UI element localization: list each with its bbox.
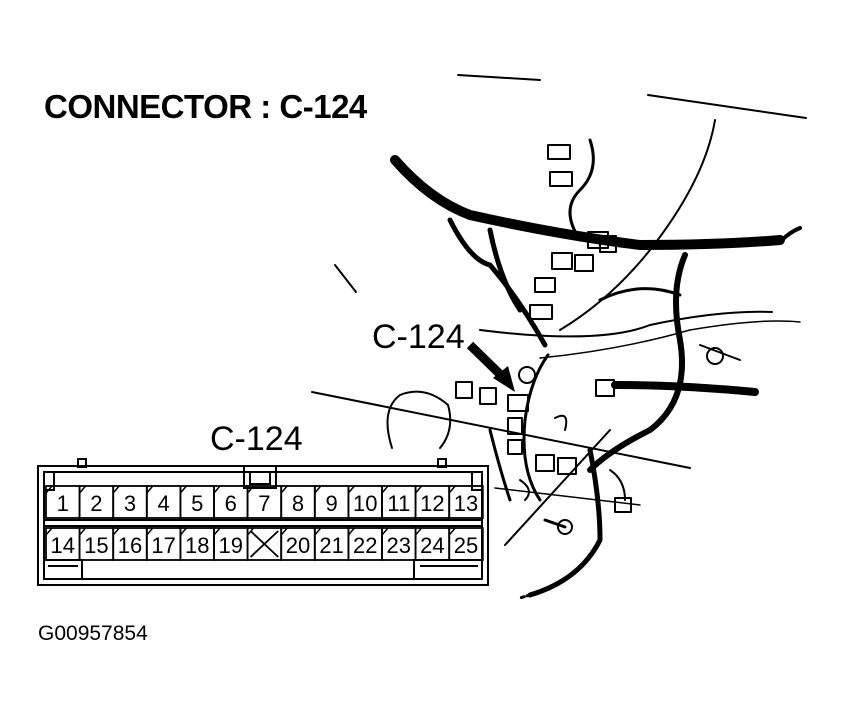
pin-number: 23 bbox=[387, 533, 411, 558]
pin-number: 2 bbox=[90, 491, 102, 516]
connector-pin-9: 9 bbox=[313, 485, 350, 519]
pin-number: 13 bbox=[454, 491, 478, 516]
connector-pin-8: 8 bbox=[280, 485, 316, 519]
pin-number: 25 bbox=[454, 533, 478, 558]
connector-pin-23: 23 bbox=[381, 527, 417, 561]
pin-number: 7 bbox=[258, 491, 270, 516]
pin-number: 16 bbox=[118, 533, 142, 558]
connector-pin-24: 24 bbox=[414, 527, 451, 561]
connector-pin-12: 12 bbox=[414, 485, 451, 519]
pin-number: 9 bbox=[325, 491, 337, 516]
connector-pin-20: 20 bbox=[280, 527, 316, 561]
pin-number: 22 bbox=[353, 533, 377, 558]
connector-face-label: C-124 bbox=[210, 420, 303, 458]
connector-pin-19: 19 bbox=[213, 527, 249, 561]
pin-number: 6 bbox=[225, 491, 237, 516]
pin-number: 10 bbox=[353, 491, 377, 516]
x-mark-icon bbox=[249, 530, 279, 558]
connector-pin-2: 2 bbox=[78, 485, 115, 519]
diagram-title: CONNECTOR : C-124 bbox=[44, 88, 367, 125]
pin-number: 12 bbox=[420, 491, 444, 516]
connector-pin-10: 10 bbox=[347, 485, 383, 519]
connector-pin-13: 13 bbox=[448, 485, 484, 519]
pin-number: 20 bbox=[286, 533, 310, 558]
connector-pin-14: 14 bbox=[45, 527, 81, 561]
connector-pin-blank bbox=[246, 527, 283, 561]
connector-pin-15: 15 bbox=[78, 527, 115, 561]
pin-number: 11 bbox=[387, 491, 410, 516]
pin-number: 14 bbox=[51, 533, 75, 558]
pin-number: 18 bbox=[185, 533, 209, 558]
pin-number: 3 bbox=[124, 491, 136, 516]
connector-pin-16: 16 bbox=[112, 527, 148, 561]
connector-pin-6: 6 bbox=[213, 485, 249, 519]
connector-pin-18: 18 bbox=[179, 527, 215, 561]
connector-pin-4: 4 bbox=[145, 485, 182, 519]
connector-pin-3: 3 bbox=[112, 485, 148, 519]
pin-number: 15 bbox=[84, 533, 108, 558]
connector-pin-22: 22 bbox=[347, 527, 383, 561]
harness-callout-label: C-124 bbox=[372, 318, 465, 356]
connector-pin-7: 7 bbox=[246, 485, 283, 519]
connector-pin-11: 11 bbox=[381, 485, 417, 519]
pin-number: 5 bbox=[191, 491, 203, 516]
pin-number: 1 bbox=[57, 491, 69, 516]
connector-pin-5: 5 bbox=[179, 485, 215, 519]
pin-number: 4 bbox=[157, 491, 169, 516]
pin-number: 21 bbox=[319, 533, 343, 558]
figure-id: G00957854 bbox=[38, 622, 148, 645]
pin-number: 8 bbox=[292, 491, 304, 516]
pin-number: 17 bbox=[151, 533, 175, 558]
pin-number: 19 bbox=[219, 533, 243, 558]
connector-pin-17: 17 bbox=[145, 527, 182, 561]
connector-pin-21: 21 bbox=[313, 527, 350, 561]
pin-number: 24 bbox=[420, 533, 444, 558]
connector-pin-25: 25 bbox=[448, 527, 484, 561]
